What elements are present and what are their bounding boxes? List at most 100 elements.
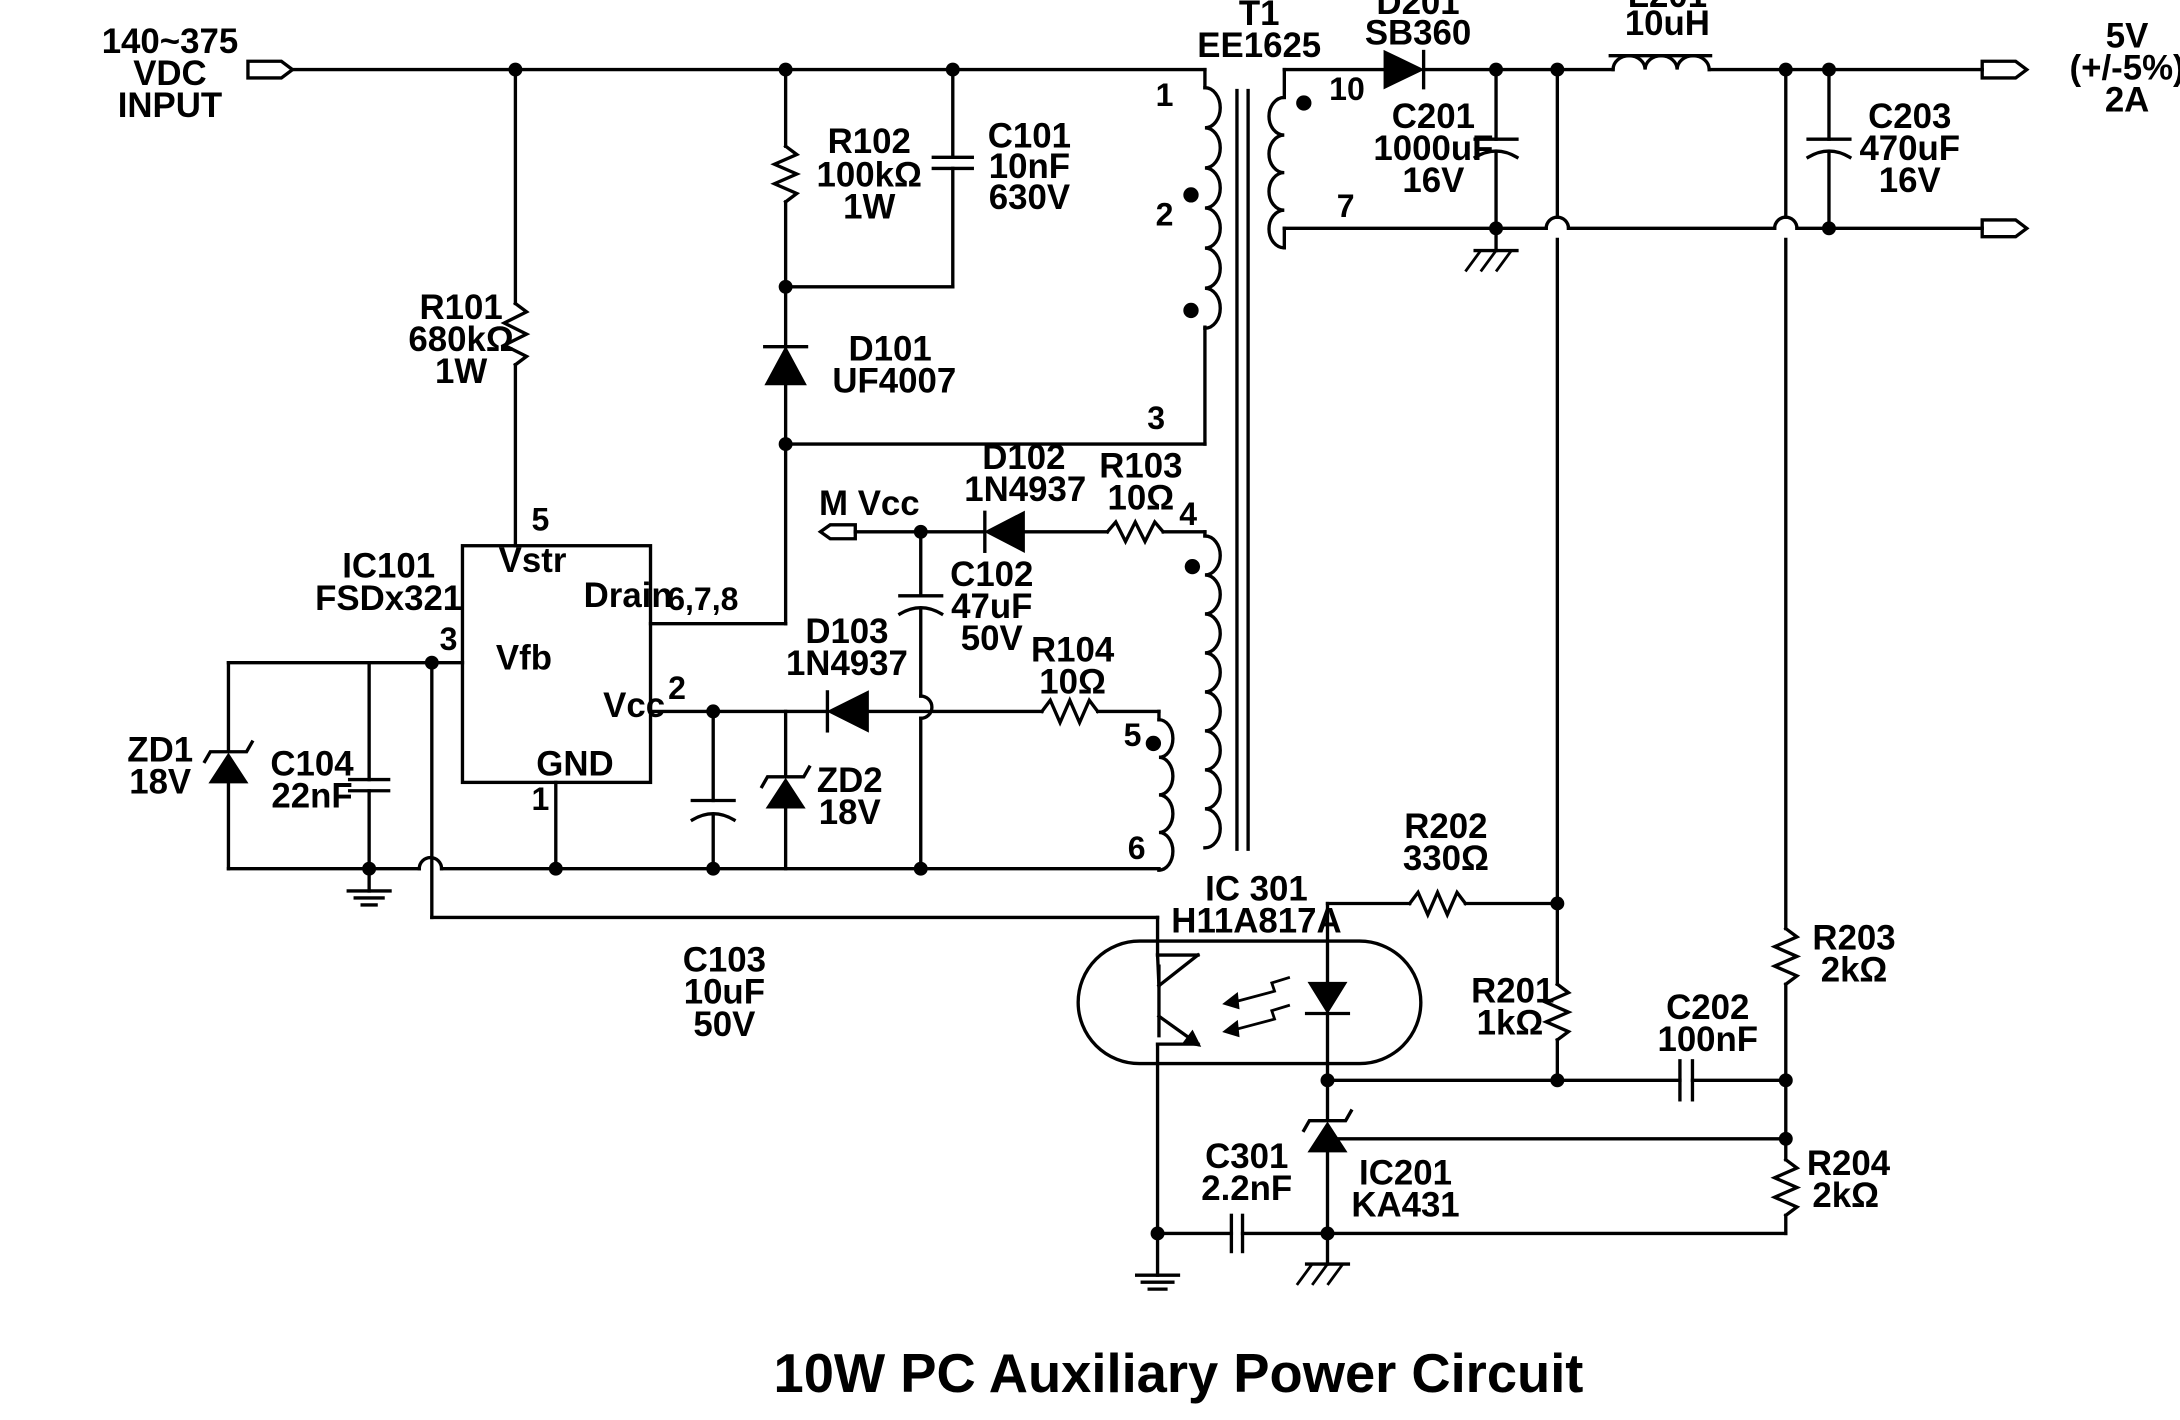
c101-label: 10nF (989, 147, 1070, 186)
junction (1489, 62, 1504, 77)
l201-label: L201 (1628, 0, 1707, 15)
zd2-label: 18V (819, 793, 881, 832)
r101-label: 1W (435, 352, 487, 391)
polarity-dot (1183, 187, 1199, 203)
input-section (246, 59, 1207, 626)
pin-number: 4 (1179, 496, 1197, 532)
pin-number: 2 (1156, 197, 1174, 233)
junction (1550, 896, 1565, 911)
secondary-winding (1267, 95, 1286, 250)
r103-label: R103 (1099, 447, 1182, 486)
r101-label: R101 (419, 288, 502, 327)
junction (1778, 62, 1793, 77)
c101-label: 630V (989, 178, 1070, 217)
ic301-label: IC 301 (1205, 870, 1308, 909)
d201-label: D201 (1376, 0, 1459, 22)
primary-winding (1203, 86, 1222, 330)
c203-label: 470uF (1859, 129, 1960, 168)
output-label: (+/-5%) (2070, 48, 2180, 87)
d103-diode (826, 690, 869, 733)
junction (706, 861, 721, 876)
ic301-label: H11A817A (1171, 902, 1341, 941)
d103-label: D103 (805, 612, 888, 651)
optocoupler-body (1076, 939, 1423, 1066)
led-diode (1307, 981, 1348, 1015)
input-label: INPUT (118, 86, 222, 125)
pin-number: 2 (668, 670, 686, 706)
ic101-pin-drain: Drain (584, 576, 673, 615)
ic101-pin-vstr: Vstr (499, 541, 567, 580)
d201-label: SB360 (1365, 14, 1471, 53)
r202-label: 330Ω (1403, 839, 1489, 878)
r103-label: 10Ω (1108, 479, 1175, 518)
r101-label: 680kΩ (408, 320, 513, 359)
c301-label: 2.2nF (1201, 1169, 1292, 1208)
ic101-label: IC101 (342, 547, 435, 586)
ic201-label: IC201 (1359, 1154, 1452, 1193)
r204-resistor (1770, 1157, 1802, 1218)
r104-label: R104 (1031, 630, 1115, 669)
junctions (362, 62, 1836, 1241)
labels: 140~375 VDC INPUT 5V (+/-5%) 2A R102 100… (102, 0, 2180, 1404)
ic201-label: KA431 (1351, 1186, 1459, 1225)
junction (945, 62, 960, 77)
wire-crossover (919, 694, 934, 721)
r201-resistor (1542, 981, 1573, 1043)
r203-label: R203 (1812, 918, 1895, 957)
r203-resistor (1770, 926, 1802, 987)
t1-label: T1 (1239, 0, 1280, 33)
pin-number: 1 (532, 781, 550, 817)
r201-label: R201 (1471, 971, 1554, 1010)
junction (706, 704, 721, 719)
c202-label: 100nF (1657, 1020, 1758, 1059)
c103-label: 10uF (684, 973, 765, 1012)
zd1-label: 18V (129, 763, 191, 802)
c103-label: C103 (683, 941, 766, 980)
r203-label: 2kΩ (1821, 950, 1888, 989)
c101-label: C101 (988, 117, 1071, 156)
junction (913, 524, 928, 539)
feedback-input-section (202, 660, 1160, 957)
junction (362, 861, 377, 876)
pin-number: 5 (532, 501, 550, 537)
c201-label: 16V (1402, 161, 1464, 200)
ic101-pin-vfb: Vfb (496, 639, 552, 678)
pin-number: 6,7,8 (667, 581, 738, 617)
junction (1320, 1226, 1335, 1241)
polarity-dot (1145, 735, 1162, 752)
input-label: VDC (133, 54, 206, 93)
junction (1822, 62, 1836, 77)
diagram-title: 10W PC Auxiliary Power Circuit (774, 1343, 1584, 1404)
pin-number: 3 (1147, 400, 1165, 436)
junction (778, 62, 793, 77)
ic101-label: FSDx321 (315, 579, 462, 618)
junction (913, 861, 928, 876)
c102-label: 50V (961, 619, 1023, 658)
junction (778, 437, 793, 452)
junction (508, 62, 523, 77)
pin-number: 6 (1128, 830, 1146, 866)
light-arrow (1232, 975, 1291, 1004)
junction (1150, 1226, 1165, 1241)
input-terminal (246, 59, 296, 80)
junction (1489, 221, 1504, 236)
c203-label: 16V (1879, 161, 1941, 200)
r102-label: R102 (828, 122, 911, 161)
input-label: 140~375 (102, 22, 238, 61)
junction (424, 655, 439, 670)
output-label: 5V (2106, 16, 2149, 55)
junction (1550, 1073, 1565, 1088)
output-label: 2A (2105, 80, 2149, 119)
c201-label: 1000uF (1373, 129, 1493, 168)
transformer-t1 (1145, 86, 1312, 872)
c203-label: C203 (1868, 97, 1951, 136)
zd2-zener (765, 777, 806, 809)
pin-number: 3 (440, 621, 458, 657)
c201-label: C201 (1392, 97, 1475, 136)
c102-label: C102 (950, 555, 1033, 594)
polarity-dot (1296, 95, 1312, 111)
light-arrow (1232, 1003, 1291, 1032)
d103-label: 1N4937 (786, 644, 908, 683)
c104-label: 22nF (271, 776, 352, 815)
